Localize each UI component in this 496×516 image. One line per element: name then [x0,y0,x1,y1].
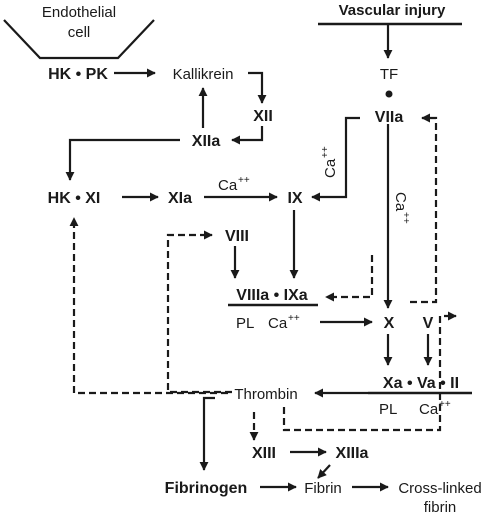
ca-label-viia-ix-sup: ++ [320,146,331,158]
ca-label-tenase: Ca ++ [268,313,300,332]
dashed-arrow-thrombin-to-hkxi [69,217,228,395]
cross-linked-fibrin-line2: fibrin [424,499,457,516]
arrow-xiia-to-hkxi [65,138,180,181]
kallikrein-node: Kallikrein [173,66,234,83]
arrow-xiiia-to-fibrin [317,464,331,479]
endothelial-cell-label-line1: Endothelial [42,4,116,21]
endothelial-cell-outline [3,19,155,60]
ca-label-xia-ix: Ca ++ [218,175,250,194]
arrow-xii-to-xiia [231,126,264,145]
dashed-arrow-to-viia [410,113,438,304]
xiia-node: XIIa [192,133,221,150]
endothelial-cell-label-line2: cell [68,24,91,41]
arrow-kallikrein-to-xii [248,71,267,104]
viiia-ixa-complex: VIIIa • IXa [236,287,308,304]
xia-node: XIa [168,190,192,207]
pl-label-tenase: PL [236,315,254,332]
dashed-arrow-viia-to-tenase [325,255,374,302]
v-node: V [423,315,434,332]
viii-node: VIII [225,228,249,245]
hk-xi-node: HK • XI [48,190,101,207]
x-node: X [384,315,395,332]
xiii-node: XIII [252,445,276,462]
ca-label-viia-ix: Ca ++ [320,146,339,178]
ca-label-prothrombinase-sup: ++ [439,399,451,410]
arrow-thrombin-to-fibrinogen [199,396,215,471]
arrow-viia-to-ix [311,116,360,202]
xa-va-ii-complex: Xa • Va • II [383,375,459,392]
ca-label-tenase-sup: ++ [288,313,300,324]
fibrinogen-node: Fibrinogen [165,480,248,497]
ca-label-xia-ix-sup: ++ [238,175,250,186]
ca-label-xia-ix-base: Ca [218,177,238,194]
ca-label-viia-x: Ca ++ [392,192,411,224]
ca-label-viia-x-sup: ++ [400,212,411,224]
ix-node: IX [287,190,302,207]
dashed-arrow-thrombin-to-viii [166,230,232,394]
tf-viia-bond-dot [385,90,393,98]
tf-node: TF [380,66,398,83]
vascular-injury-label: Vascular injury [339,2,446,19]
fibrin-node: Fibrin [304,480,342,497]
viia-node: VIIa [375,109,404,126]
cross-linked-fibrin-line1: Cross-linked [398,480,481,497]
thrombin-node: Thrombin [234,386,297,403]
ca-label-tenase-base: Ca [268,315,288,332]
ca-label-prothrombinase-base: Ca [419,401,439,418]
pl-label-prothrombinase: PL [379,401,397,418]
ca-label-viia-x-base: Ca [392,192,409,212]
ca-label-prothrombinase: Ca ++ [419,399,451,418]
ca-label-viia-ix-base: Ca [322,158,339,178]
dashed-arrow-thrombin-to-v [282,311,457,432]
xii-node: XII [253,108,273,125]
hk-pk-node: HK • PK [48,66,108,83]
xiiia-node: XIIIa [336,445,369,462]
